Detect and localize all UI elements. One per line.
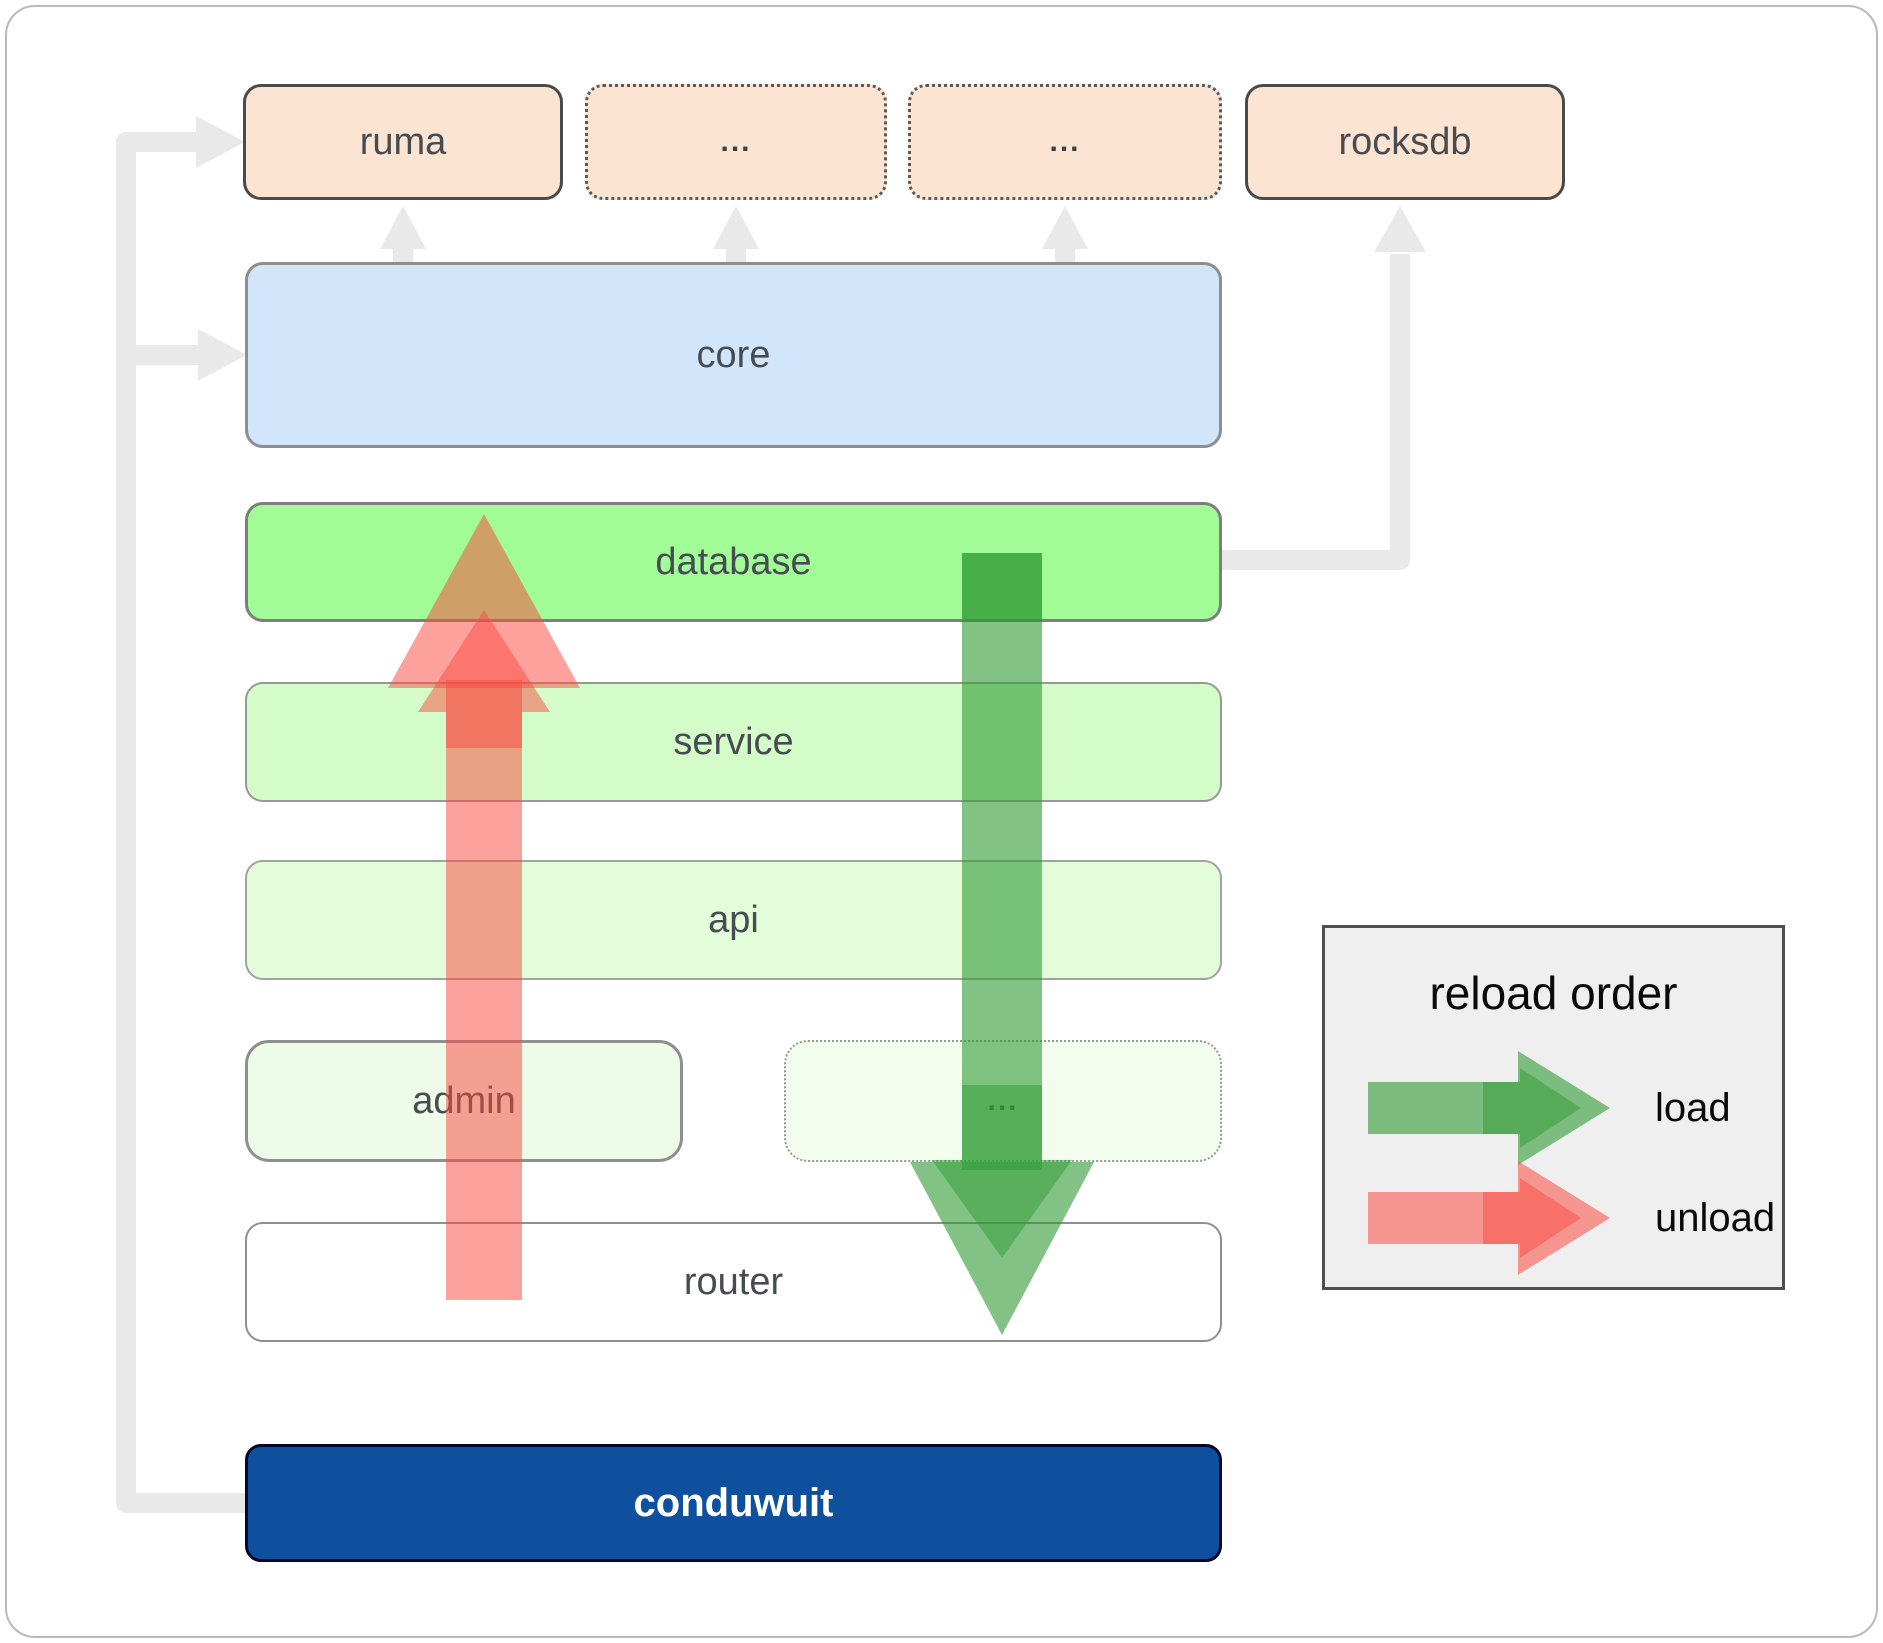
box-ellipsis-2: ... <box>908 84 1222 200</box>
box-ellipsis-1-label: ... <box>720 125 752 158</box>
legend-load-arrow-inner <box>1483 1068 1581 1148</box>
box-rocksdb: rocksdb <box>1245 84 1565 200</box>
legend-load-label: load <box>1655 1086 1731 1130</box>
box-conduwuit: conduwuit <box>245 1444 1222 1562</box>
box-database: database <box>245 502 1222 622</box>
connector-arrowheads <box>196 116 1426 381</box>
arrowhead-into-rocksdb <box>1374 206 1426 252</box>
connector-database-to-rocksdb <box>1222 254 1410 570</box>
unload-arrow <box>388 514 580 1300</box>
box-api: api <box>245 860 1222 980</box>
box-router-label: router <box>683 1261 784 1303</box>
unload-arrow-shaft <box>446 680 522 1300</box>
legend-reload-order: reload order load unload <box>1322 925 1785 1290</box>
box-ruma: ruma <box>243 84 563 200</box>
box-database-label: database <box>655 541 812 583</box>
box-ellipsis-2-label: ... <box>1049 125 1081 158</box>
legend-unload-arrow-icon <box>1368 1161 1610 1275</box>
connector-conduwuit-to-ruma <box>116 132 250 1513</box>
load-arrow-tail-overlay <box>962 553 1042 622</box>
box-router: router <box>245 1222 1222 1342</box>
legend-load-arrow-icon <box>1368 1051 1610 1165</box>
box-ruma-label: ruma <box>359 121 447 163</box>
box-service: service <box>245 682 1222 802</box>
arrowhead-into-ruma <box>196 116 245 168</box>
box-api-label: api <box>708 899 759 941</box>
unload-arrow-inner-head <box>418 610 550 748</box>
box-ellipsis-1: ... <box>585 84 887 200</box>
box-rocksdb-label: rocksdb <box>1338 121 1472 163</box>
unload-arrow-head <box>388 514 580 688</box>
load-arrow-inner-head <box>932 1085 1072 1258</box>
load-arrow-shaft <box>962 553 1042 1170</box>
box-conduwuit-label: conduwuit <box>633 1481 834 1525</box>
arrowhead-up-ellipsis1 <box>713 206 759 249</box>
legend-title: reload order <box>1429 967 1678 1019</box>
legend-unload-arrow-inner <box>1483 1178 1581 1258</box>
arrowhead-up-ruma <box>380 206 426 249</box>
box-core-label: core <box>696 334 771 376</box>
arrowhead-into-core <box>198 329 247 381</box>
load-arrow <box>910 553 1094 1335</box>
legend-unload-label: unload <box>1655 1196 1776 1240</box>
box-core: core <box>245 262 1222 448</box>
box-service-label: service <box>673 721 794 763</box>
arrowhead-up-ellipsis2 <box>1042 206 1088 249</box>
